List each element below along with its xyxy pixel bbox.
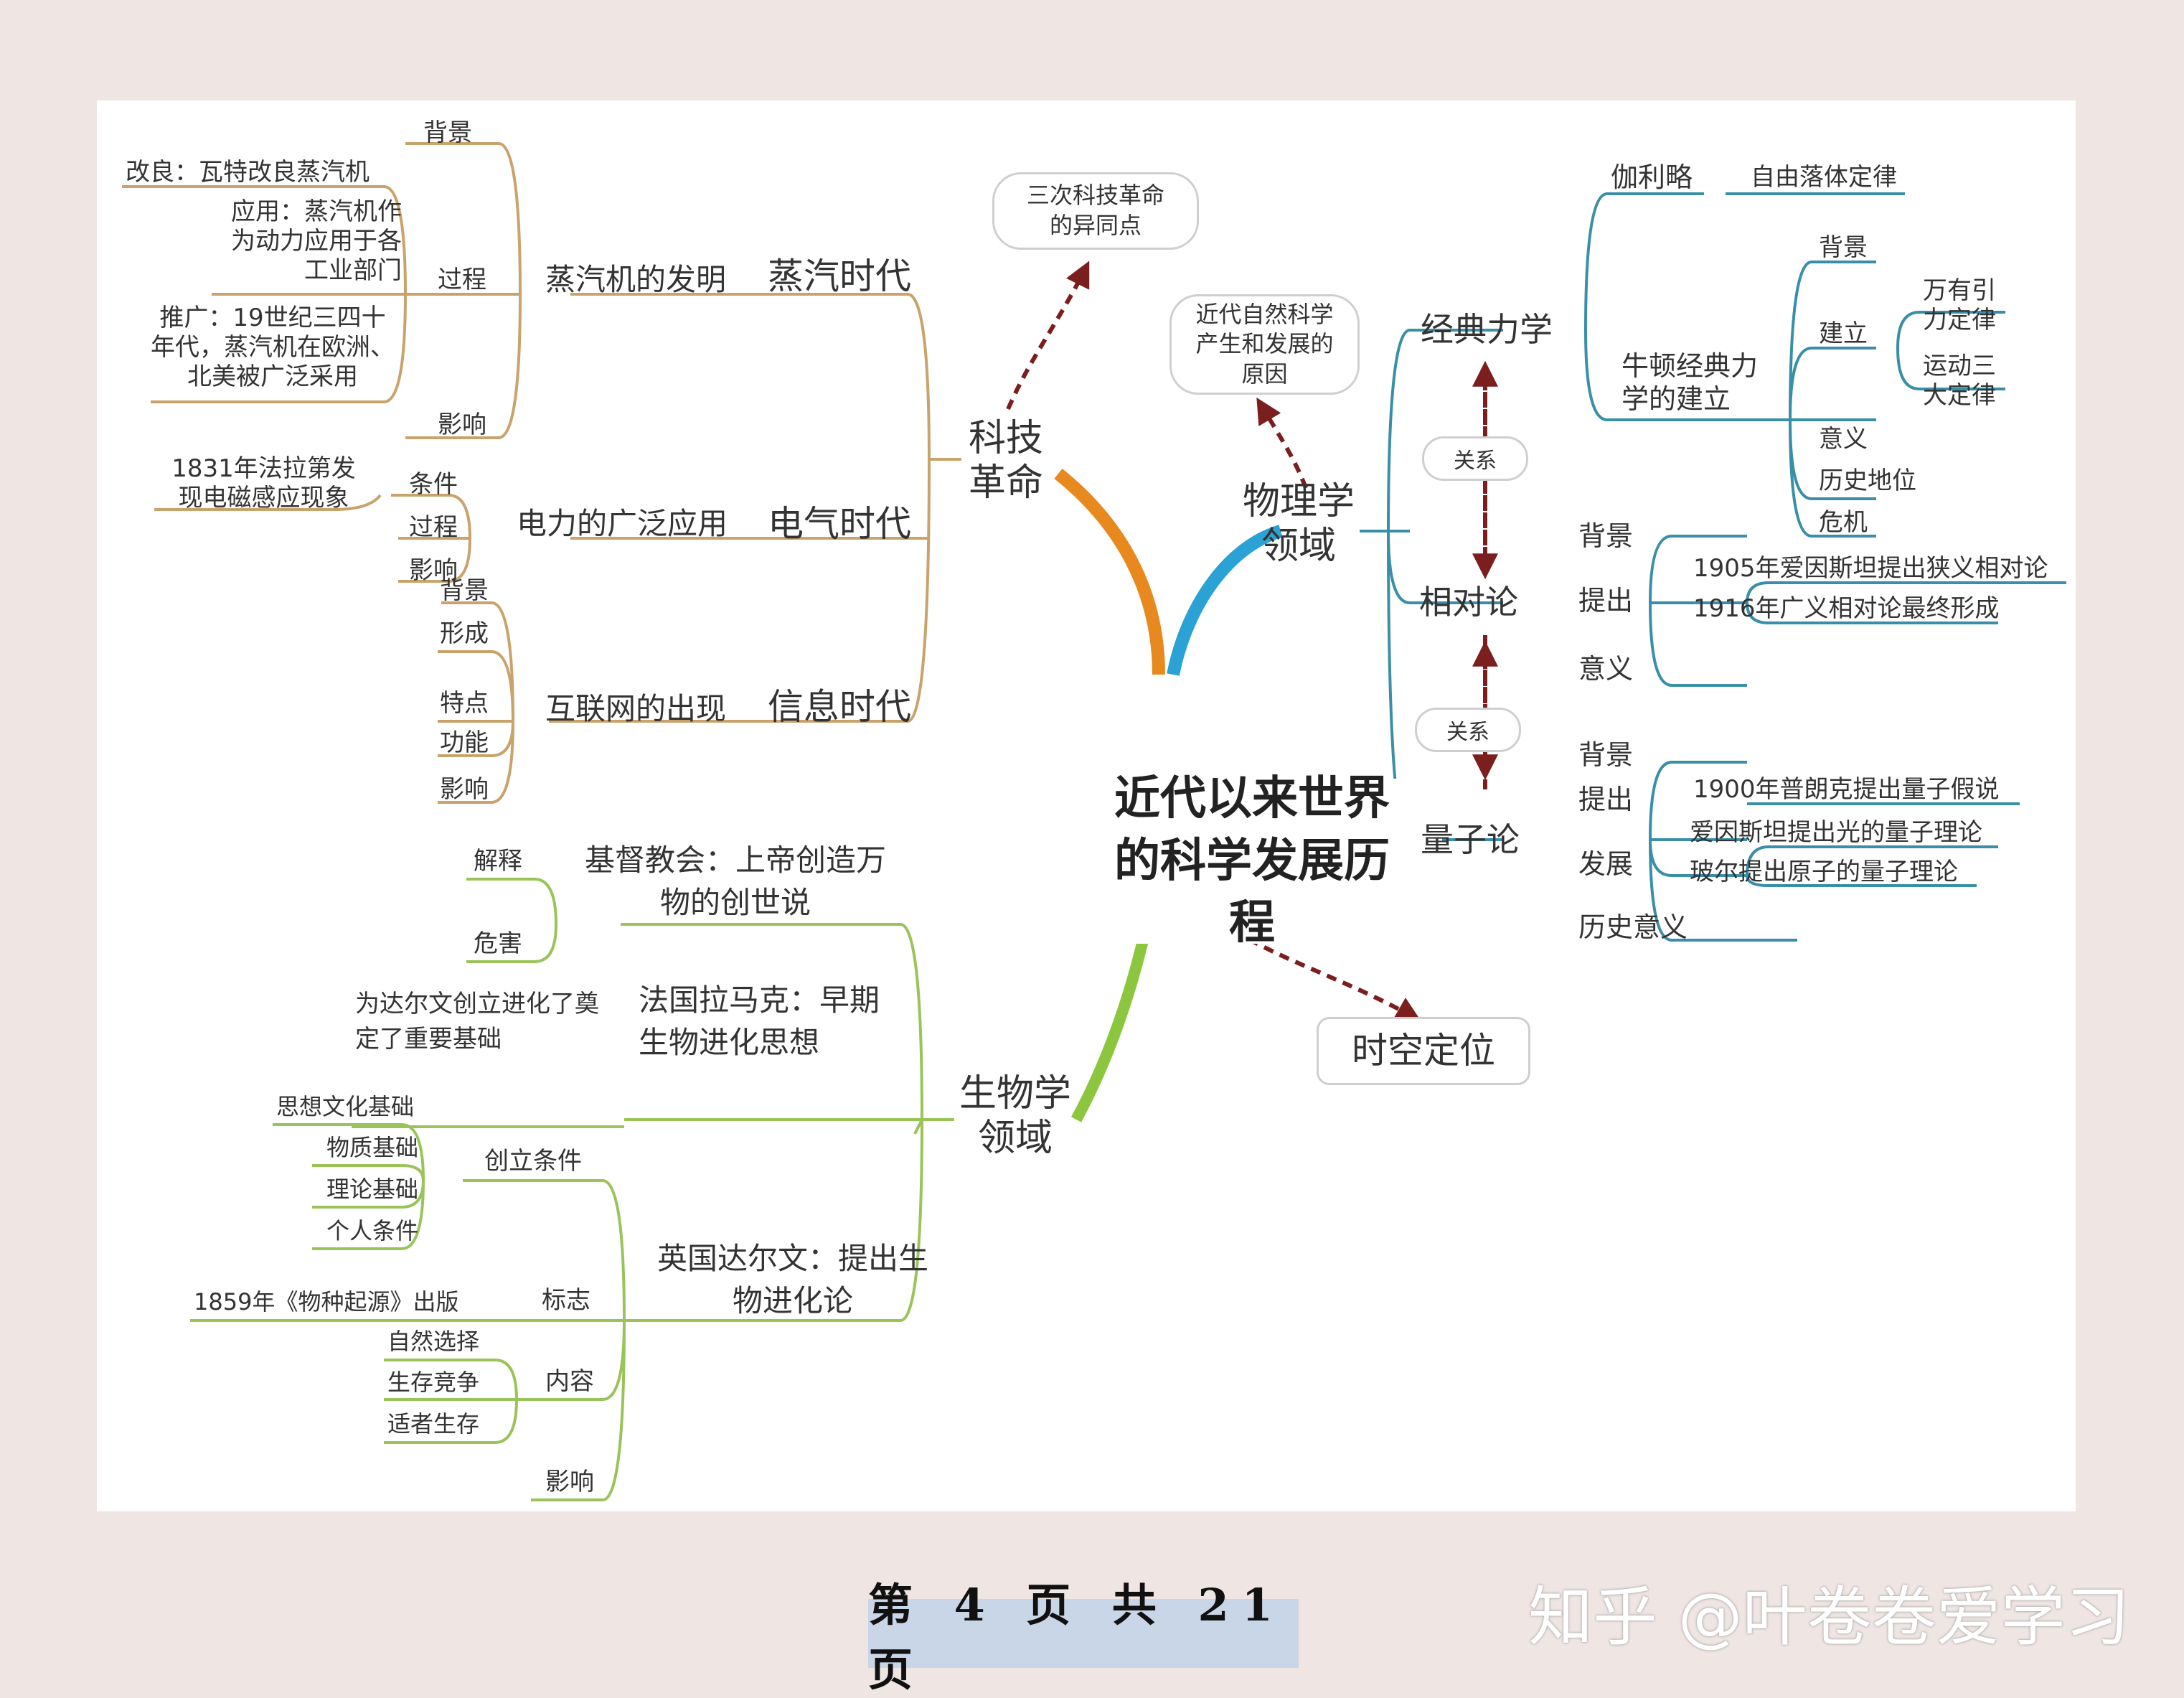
church-harm: 危害 [474, 929, 522, 958]
darwin-conditions: 创立条件 [484, 1147, 582, 1176]
relation-pill-2: 关系 [1415, 708, 1521, 752]
mindmap-panel: 三次科技革命的异同点 近代自然科学产生和发展的原因 关系 关系 时空定位 近代以… [97, 100, 2076, 1511]
info-item: 功能 [440, 728, 489, 757]
steam-promote: 推广：19世纪三四十年代，蒸汽机在欧洲、北美被广泛采用 [151, 304, 395, 391]
relativity-background: 背景 [1578, 520, 1634, 552]
steam-influence: 影响 [438, 411, 486, 439]
content-item: 自然选择 [387, 1328, 480, 1355]
lamarck-note: 为达尔文创立进化了奠定了重要基础 [355, 990, 599, 1054]
physics-node: 物理学领域 [1242, 480, 1355, 568]
newton-background: 背景 [1819, 233, 1868, 262]
newton: 牛顿经典力学的建立 [1621, 350, 1759, 415]
page-indicator: 第 4 页 共 21 页 [868, 1579, 1286, 1696]
condition-item: 思想文化基础 [276, 1093, 415, 1120]
steam-process: 过程 [438, 266, 486, 294]
quantum-develop: 发展 [1578, 848, 1634, 880]
condition-item: 物质基础 [326, 1134, 419, 1161]
info-item: 背景 [440, 576, 489, 605]
spacetime-node: 时空定位 [1317, 1017, 1530, 1085]
content-item: 生存竞争 [387, 1369, 480, 1396]
church-topic: 基督教会：上帝创造万物的创世说 [584, 843, 886, 920]
tech-revolution-node: 科技革命 [969, 417, 1044, 505]
steam-background: 背景 [423, 118, 472, 147]
center-title: 近代以来世界的科学发展历程 [1062, 772, 1442, 949]
condition-item: 理论基础 [326, 1176, 419, 1203]
relativity-1916: 1916年广义相对论最终形成 [1693, 594, 2000, 623]
newton-crisis: 危机 [1819, 508, 1868, 537]
quantum-planck: 1900年普朗克提出量子假说 [1693, 775, 2000, 804]
physics-cause-note: 近代自然科学产生和发展的原因 [1169, 294, 1360, 395]
steam-apply: 应用：蒸汽机作为动力应用于各工业部门 [231, 197, 402, 285]
quantum-einstein: 爱因斯坦提出光的量子理论 [1690, 818, 1982, 847]
steam-topic: 蒸汽机的发明 [545, 262, 727, 297]
era-info: 信息时代 [768, 686, 911, 728]
newton-status: 历史地位 [1819, 466, 1916, 495]
electric-influence: 影响 [409, 556, 458, 585]
quantum-history: 历史意义 [1578, 911, 1688, 943]
darwin-mark: 标志 [542, 1286, 590, 1315]
content-item: 适者生存 [387, 1410, 480, 1437]
relation-pill-1: 关系 [1422, 436, 1528, 481]
newton-meaning: 意义 [1819, 425, 1868, 454]
relativity-propose: 提出 [1578, 585, 1634, 616]
quantum-propose: 提出 [1578, 784, 1634, 815]
galileo: 伽利略 [1611, 161, 1693, 193]
darwin-mark-note: 1859年《物种起源》出版 [194, 1288, 459, 1315]
condition-item: 个人条件 [326, 1217, 419, 1244]
relativity-1905: 1905年爱因斯坦提出狭义相对论 [1693, 554, 2048, 583]
page-footer: 第 4 页 共 21 页 [868, 1579, 1299, 1696]
electric-process: 过程 [409, 513, 458, 542]
steam-improve: 改良：瓦特改良蒸汽机 [126, 158, 370, 187]
watermark: 知乎 @叶卷卷爱学习 [1528, 1580, 2130, 1655]
era-steam: 蒸汽时代 [768, 255, 911, 297]
biology-node: 生物学领域 [959, 1072, 1071, 1160]
quantum-background: 背景 [1578, 739, 1634, 771]
galileo-law: 自由落体定律 [1751, 163, 1897, 192]
faraday-note: 1831年法拉第发现电磁感应现象 [171, 454, 356, 512]
info-item: 形成 [440, 619, 489, 648]
info-topic: 互联网的出现 [545, 691, 727, 726]
gravity-law: 万有引力定律 [1923, 276, 1996, 334]
electric-condition: 条件 [409, 470, 458, 499]
tech-compare-note: 三次科技革命的异同点 [992, 172, 1199, 250]
darwin-influence: 影响 [545, 1468, 594, 1496]
quantum: 量子论 [1421, 820, 1520, 859]
motion-laws: 运动三大定律 [1923, 352, 1996, 410]
center-title-text: 近代以来世界的科学发展历程 [1114, 772, 1390, 950]
info-item: 特点 [440, 689, 489, 718]
darwin-topic: 英国达尔文：提出生物进化论 [656, 1241, 928, 1318]
relativity: 相对论 [1419, 583, 1518, 621]
quantum-bohr: 玻尔提出原子的量子理论 [1690, 858, 1958, 886]
era-electric: 电气时代 [768, 503, 911, 545]
church-explain: 解释 [474, 847, 522, 876]
info-item: 影响 [440, 775, 489, 804]
relativity-meaning: 意义 [1578, 653, 1634, 685]
classical-mechanics: 经典力学 [1421, 310, 1553, 349]
electric-topic: 电力的广泛应用 [517, 506, 728, 541]
newton-establish: 建立 [1819, 319, 1868, 348]
darwin-content: 内容 [545, 1367, 594, 1396]
lamarck-topic: 法国拉马克：早期生物进化思想 [639, 982, 880, 1060]
